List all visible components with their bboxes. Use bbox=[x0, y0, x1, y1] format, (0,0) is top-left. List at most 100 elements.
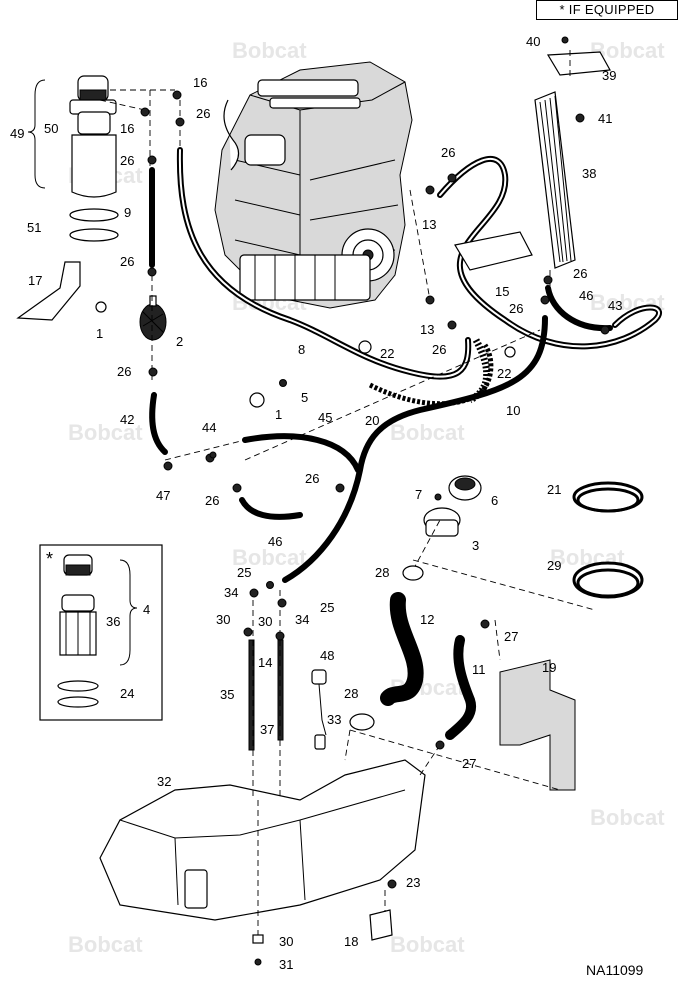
watermark: Bobcat bbox=[68, 420, 143, 445]
brace-49 bbox=[27, 79, 46, 189]
callout-2: 2 bbox=[176, 334, 183, 349]
callout-26: 26 bbox=[117, 364, 131, 379]
brace-4 bbox=[119, 559, 138, 666]
callout-42: 42 bbox=[120, 412, 134, 427]
callout-32: 32 bbox=[157, 774, 171, 789]
callout-38: 38 bbox=[582, 166, 596, 181]
callout-18: 18 bbox=[344, 934, 358, 949]
coiled-hose-21 bbox=[572, 481, 644, 513]
fuel-cooler bbox=[454, 51, 611, 271]
callout-50: 50 bbox=[44, 121, 58, 136]
callout-26: 26 bbox=[441, 145, 455, 160]
callout-1: 1 bbox=[275, 407, 282, 422]
callout-25: 25 bbox=[237, 565, 251, 580]
callout-27: 27 bbox=[462, 756, 476, 771]
callout-7: 7 bbox=[415, 487, 422, 502]
callout-6: 6 bbox=[491, 493, 498, 508]
fuel-neck bbox=[423, 507, 461, 537]
fittings bbox=[95, 36, 610, 966]
callout-20: 20 bbox=[365, 413, 379, 428]
callout-30: 30 bbox=[216, 612, 230, 627]
callout-13: 13 bbox=[420, 322, 434, 337]
hose-10 bbox=[282, 315, 548, 583]
tube-35 bbox=[248, 639, 255, 751]
hose-11 bbox=[445, 635, 477, 740]
callout-31: 31 bbox=[279, 957, 293, 972]
callout-27: 27 bbox=[504, 629, 518, 644]
callout-34: 34 bbox=[224, 585, 238, 600]
engine bbox=[214, 61, 413, 309]
callout-30: 30 bbox=[279, 934, 293, 949]
callout-26: 26 bbox=[205, 493, 219, 508]
watermark: Bobcat bbox=[68, 932, 143, 957]
callout-24: 24 bbox=[120, 686, 134, 701]
callout-46: 46 bbox=[579, 288, 593, 303]
callout-35: 35 bbox=[220, 687, 234, 702]
callout-28: 28 bbox=[344, 686, 358, 701]
bracket-18 bbox=[369, 909, 393, 941]
leader-lines bbox=[99, 50, 596, 940]
callout-29: 29 bbox=[547, 558, 561, 573]
callout-49: 49 bbox=[10, 126, 24, 141]
callout-1: 1 bbox=[96, 326, 103, 341]
callout-46: 46 bbox=[268, 534, 282, 549]
callout-17: 17 bbox=[28, 273, 42, 288]
callout-44: 44 bbox=[202, 420, 216, 435]
fuel-filter-assembly bbox=[69, 75, 119, 242]
hose-45 bbox=[242, 433, 361, 473]
if-equipped-note: * IF EQUIPPED bbox=[536, 0, 678, 20]
watermark: Bobcat bbox=[590, 805, 665, 830]
callout-26: 26 bbox=[196, 106, 210, 121]
callout-21: 21 bbox=[547, 482, 561, 497]
callout-14: 14 bbox=[258, 655, 272, 670]
callout-33: 33 bbox=[327, 712, 341, 727]
callout-30: 30 bbox=[258, 614, 272, 629]
callout-12: 12 bbox=[420, 612, 434, 627]
callout-15: 15 bbox=[495, 284, 509, 299]
callout-26: 26 bbox=[305, 471, 319, 486]
hose-46-lower bbox=[239, 497, 303, 520]
callout-5: 5 bbox=[301, 390, 308, 405]
bracket-17 bbox=[16, 261, 81, 321]
watermark: Bobcat bbox=[390, 420, 465, 445]
watermark: Bobcat bbox=[232, 38, 307, 63]
callout-13: 13 bbox=[422, 217, 436, 232]
watermark: Bobcat bbox=[232, 545, 307, 570]
diagram-code: NA11099 bbox=[586, 962, 644, 978]
callout-45: 45 bbox=[318, 410, 332, 425]
callout-3: 3 bbox=[472, 538, 479, 553]
callout-40: 40 bbox=[526, 34, 540, 49]
inset-optional-filter: * bbox=[39, 544, 163, 721]
callout-19: 19 bbox=[542, 660, 556, 675]
callout-9: 9 bbox=[124, 205, 131, 220]
fuel-tank bbox=[99, 759, 426, 921]
callout-8: 8 bbox=[298, 342, 305, 357]
callout-48: 48 bbox=[320, 648, 334, 663]
callout-16: 16 bbox=[193, 75, 207, 90]
watermark: Bobcat bbox=[590, 290, 665, 315]
hose-12 bbox=[380, 592, 424, 706]
callout-26: 26 bbox=[509, 301, 523, 316]
tube-14 bbox=[277, 639, 284, 741]
callout-37: 37 bbox=[260, 722, 274, 737]
callout-47: 47 bbox=[156, 488, 170, 503]
hose-22-sleeve bbox=[468, 338, 491, 404]
callout-41: 41 bbox=[598, 111, 612, 126]
callout-36: 36 bbox=[106, 614, 120, 629]
callout-23: 23 bbox=[406, 875, 420, 890]
coiled-hose-29 bbox=[572, 561, 644, 599]
callout-26: 26 bbox=[120, 153, 134, 168]
callout-43: 43 bbox=[608, 298, 622, 313]
callout-22: 22 bbox=[380, 346, 394, 361]
callout-4: 4 bbox=[143, 602, 150, 617]
callout-labels: 40 39 41 38 26 46 43 26 15 26 13 13 26 2… bbox=[10, 34, 622, 972]
sender-48 bbox=[311, 669, 327, 750]
callout-26: 26 bbox=[432, 342, 446, 357]
primer-bulb bbox=[139, 295, 167, 341]
callout-11: 11 bbox=[472, 662, 486, 677]
callout-34: 34 bbox=[295, 612, 309, 627]
hose-20 bbox=[368, 343, 494, 407]
callout-26: 26 bbox=[120, 254, 134, 269]
callout-22: 22 bbox=[497, 366, 511, 381]
